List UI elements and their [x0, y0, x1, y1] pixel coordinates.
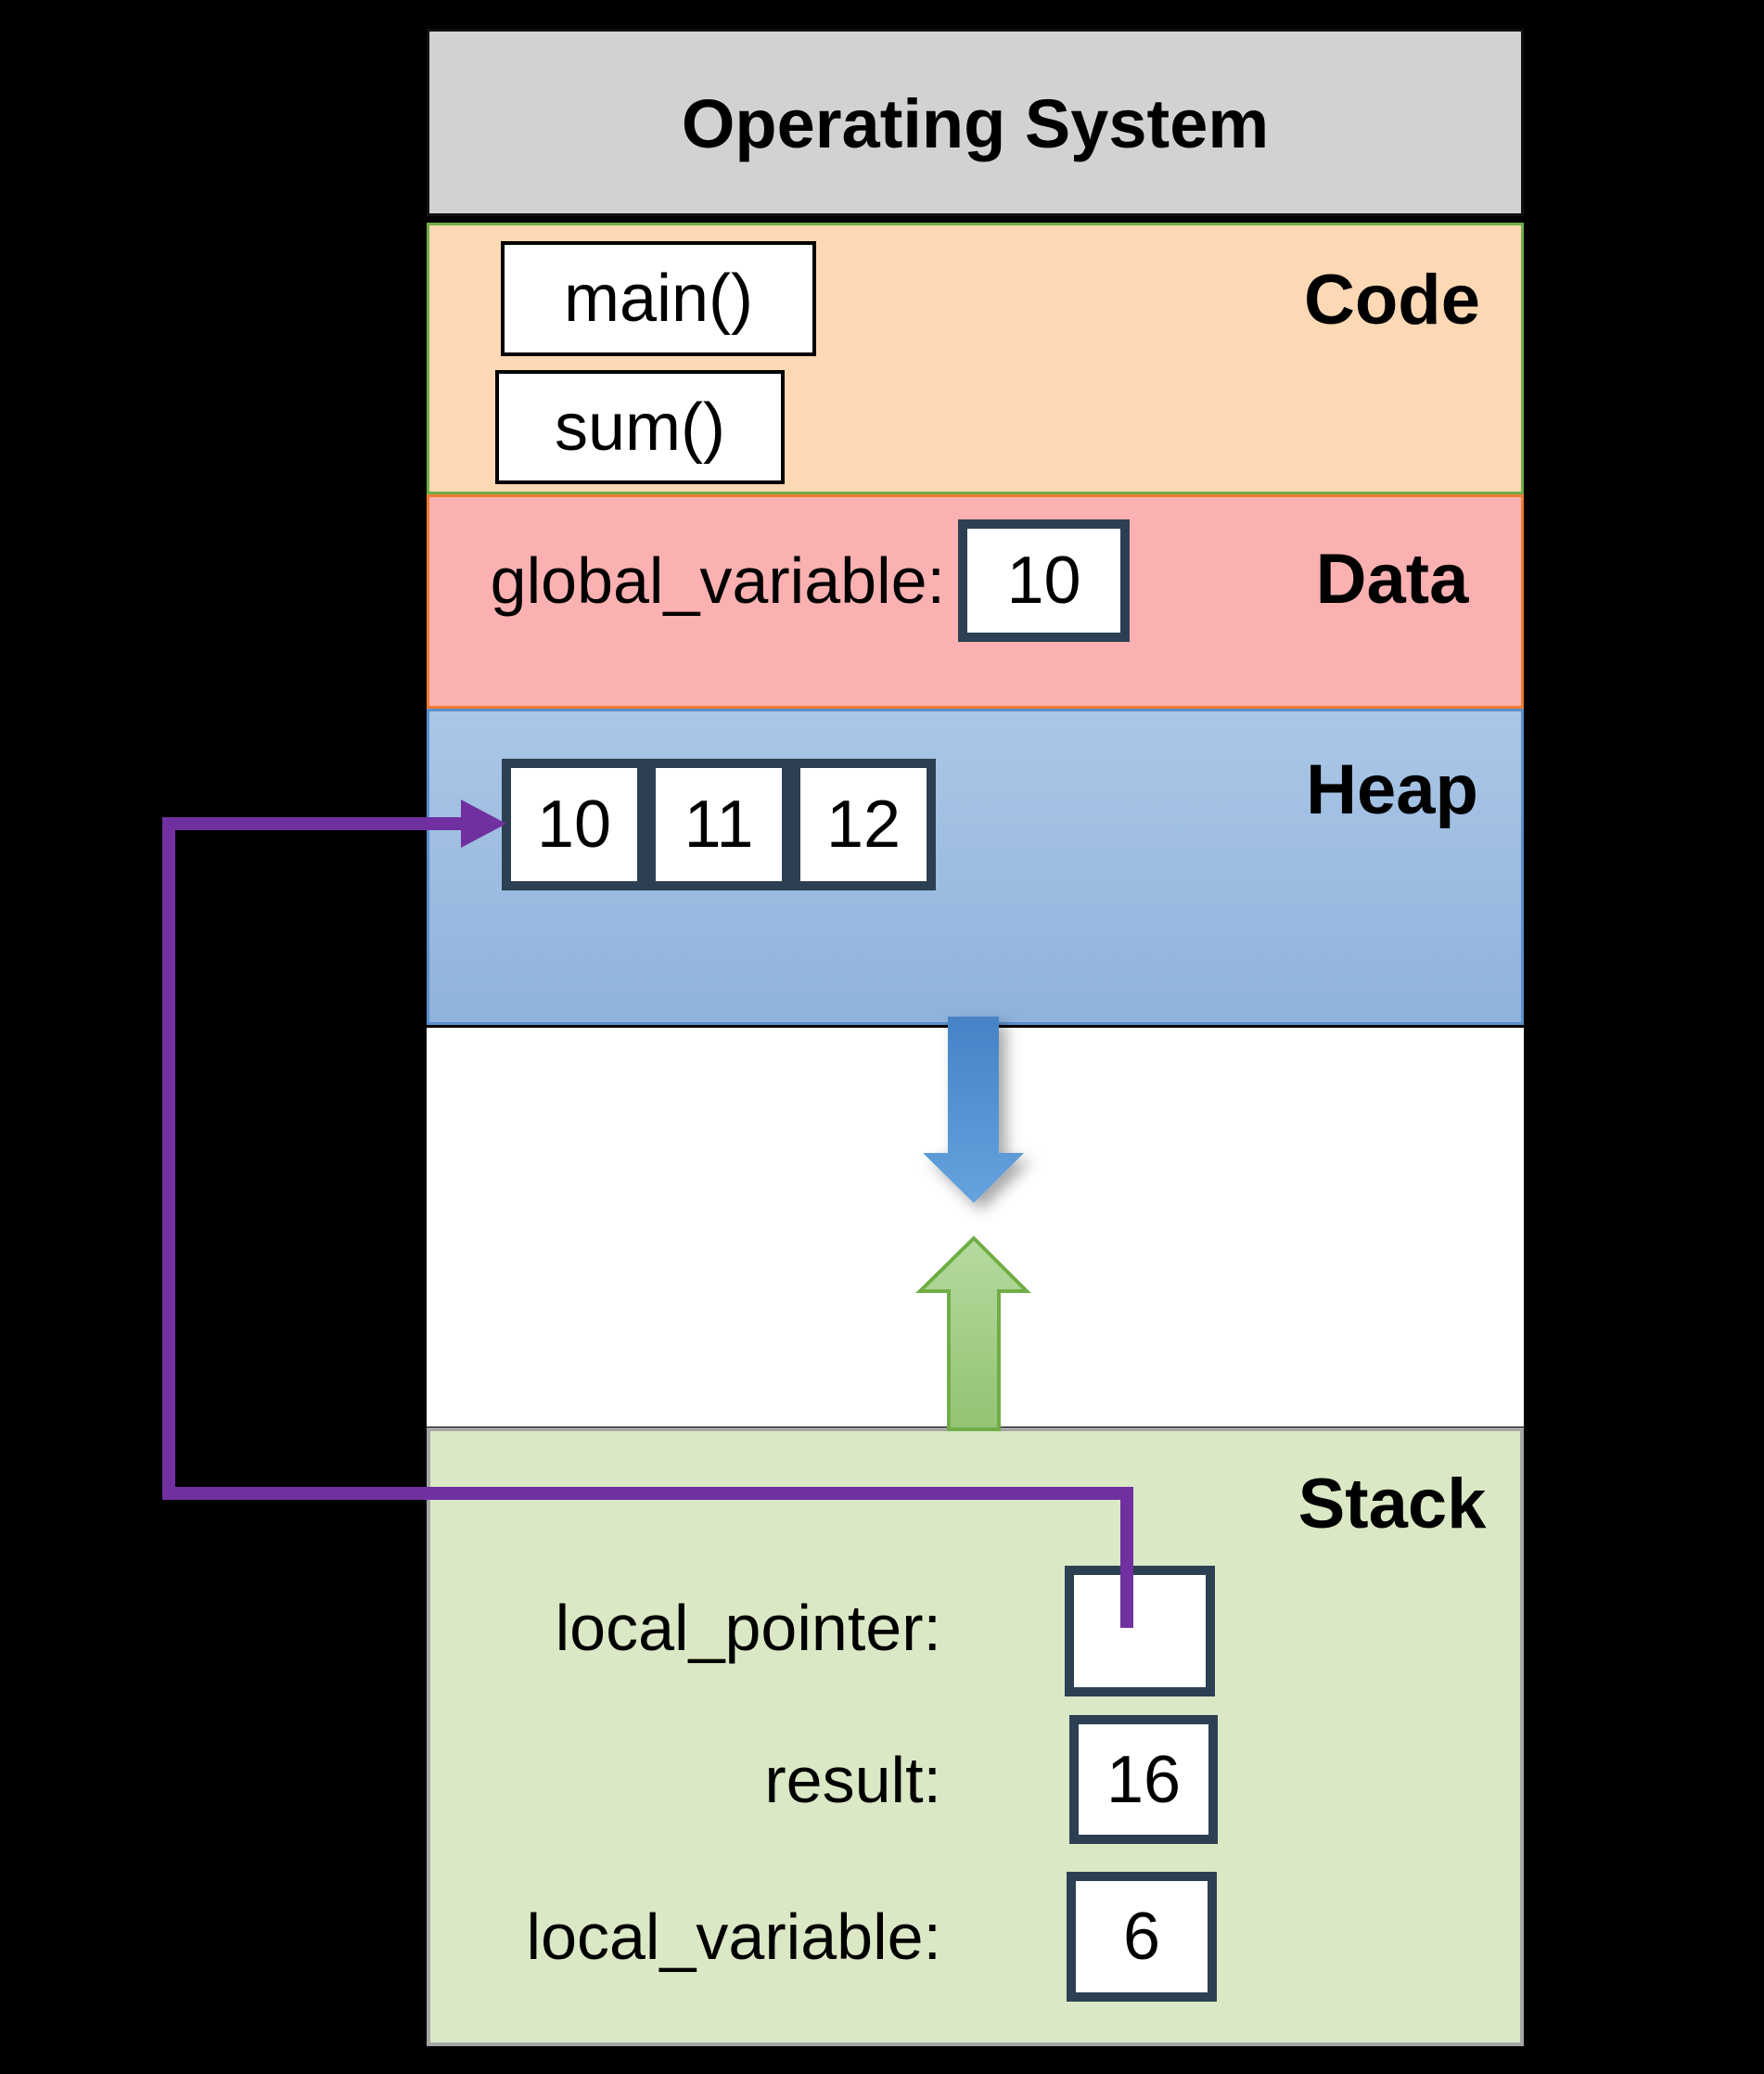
operating-system-title: Operating System	[681, 85, 1270, 162]
local-variable-value-box: 6	[1067, 1872, 1217, 2002]
heap-array-cell: 10	[502, 759, 646, 890]
result-value-box: 16	[1069, 1715, 1218, 1844]
sum-function-label: sum()	[555, 390, 725, 465]
heap-array: 10 11 12	[502, 759, 936, 890]
heap-array-cell: 12	[791, 759, 936, 890]
global-variable-value: 10	[1006, 544, 1081, 618]
main-function-label: main()	[563, 262, 753, 336]
heap-cell-value-2: 12	[825, 787, 901, 862]
code-segment-title: Code	[1304, 261, 1480, 339]
local-variable-value: 6	[1122, 1900, 1161, 1974]
local-variable-label: local_variable:	[526, 1901, 941, 1973]
stack-segment-title: Stack	[1297, 1465, 1487, 1543]
global-variable-value-box: 10	[958, 519, 1130, 642]
sum-function-box: sum()	[495, 370, 785, 484]
local-pointer-label: local_pointer:	[555, 1592, 941, 1664]
global-variable-label: global_variable:	[490, 544, 945, 617]
result-label: result:	[764, 1744, 941, 1816]
operating-system-region: Operating System	[427, 29, 1524, 216]
heap-array-cell: 11	[646, 759, 791, 890]
heap-segment-title: Heap	[1306, 750, 1478, 829]
free-memory-region	[427, 1028, 1524, 1427]
local-pointer-value-box	[1065, 1566, 1215, 1696]
result-value: 16	[1106, 1742, 1182, 1817]
data-segment-title: Data	[1315, 540, 1469, 619]
main-function-box: main()	[501, 241, 816, 356]
heap-cell-value-0: 10	[536, 787, 612, 862]
heap-cell-value-1: 11	[684, 787, 754, 862]
